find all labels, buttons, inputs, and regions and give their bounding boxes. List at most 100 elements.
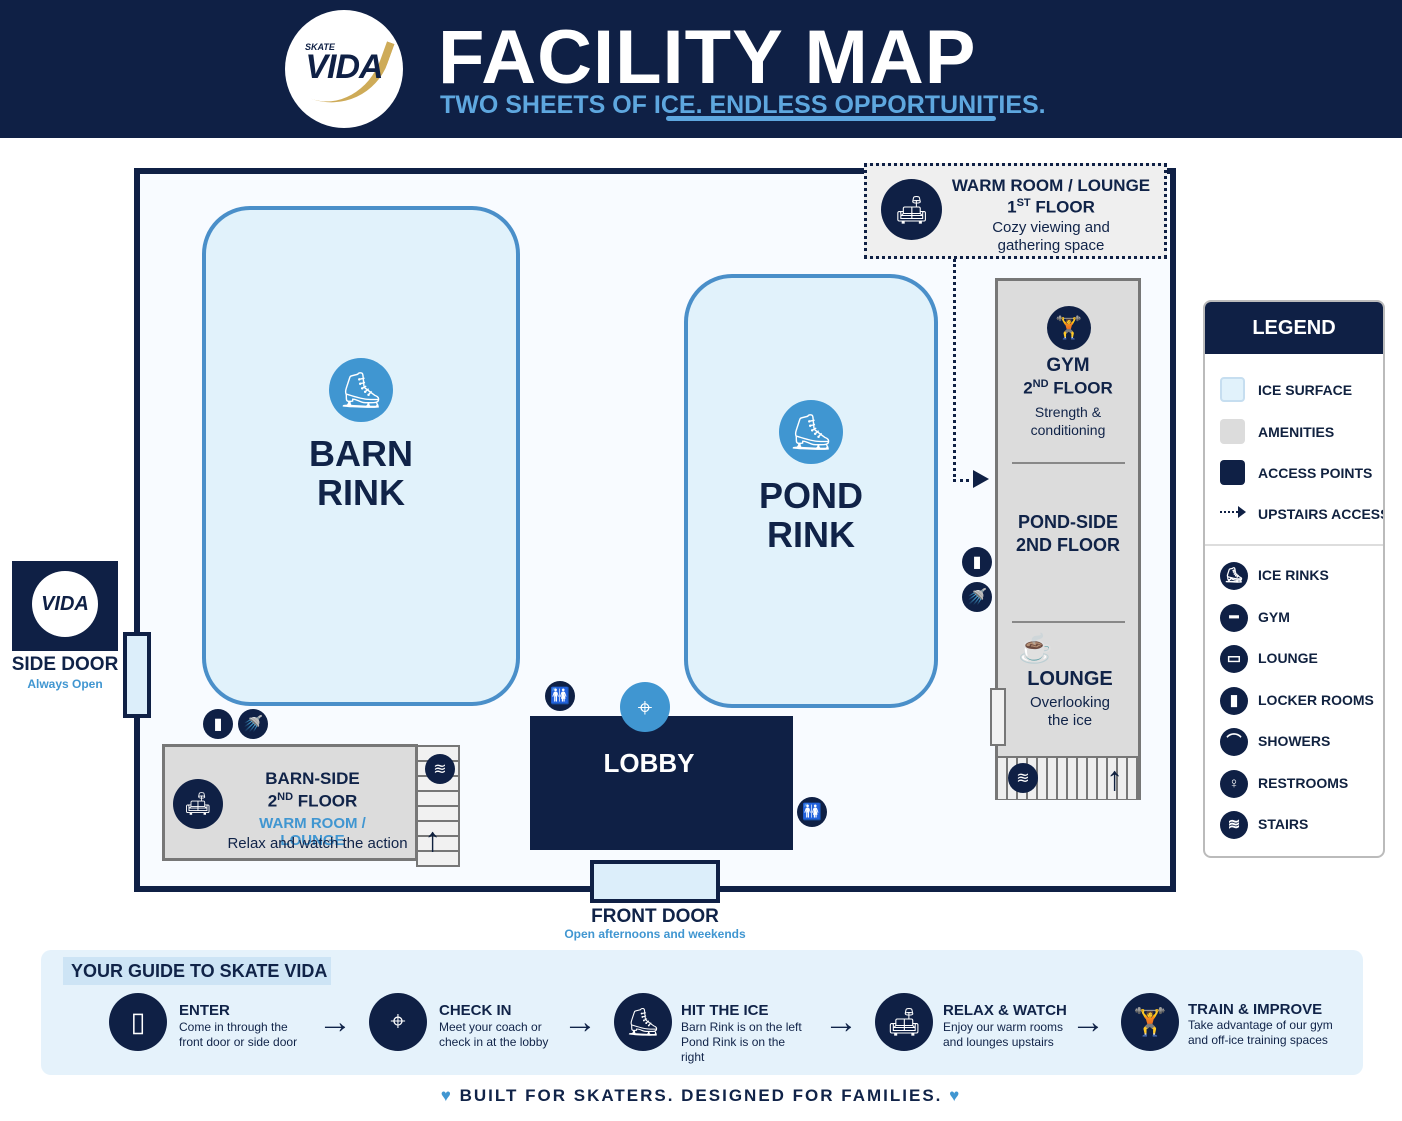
shower-icon: 🚿 <box>962 582 992 612</box>
lounge-title: LOUNGE <box>1027 668 1113 690</box>
dumbbell-icon: 🏋 <box>1047 306 1091 350</box>
upstairs-arrow-icon <box>973 470 989 488</box>
step-check-in-text-2: check in at the lobby <box>439 1035 549 1049</box>
barn-side-title: BARN-SIDE <box>265 769 360 788</box>
dumbbell-icon: ━ <box>1220 604 1248 632</box>
section-divider <box>1012 462 1125 464</box>
restroom-icon: 🚻 <box>797 797 827 827</box>
page-subtitle: TWO SHEETS OF ICE. ENDLESS OPPORTUNITIES… <box>440 91 1046 119</box>
sofa-icon: 🛋 <box>875 993 933 1051</box>
lobby[interactable] <box>530 716 793 850</box>
barn-rink-label: BARN RINK <box>309 433 413 513</box>
door-icon: ▯ <box>109 993 167 1051</box>
page-title: FACILITY MAP <box>438 15 977 100</box>
legend-title: LEGEND <box>1205 302 1383 354</box>
gym-text-2: conditioning <box>1030 422 1106 438</box>
warm-room-title: WARM ROOM / LOUNGE <box>951 176 1151 195</box>
ice-surface-swatch <box>1220 377 1245 402</box>
step-relax-title: RELAX & WATCH <box>943 1002 1067 1019</box>
pond-side-title: POND-SIDE <box>1017 512 1118 532</box>
sofa-icon: ▭ <box>1220 645 1248 673</box>
barn-side-floor: 2ND FLOOR <box>267 791 358 811</box>
logo-main-text: VIDA <box>305 48 383 86</box>
stairs-icon: ≋ <box>425 754 455 784</box>
step-check-in-title: CHECK IN <box>439 1002 512 1019</box>
step-train-text-2: and off-ice training spaces <box>1188 1033 1328 1047</box>
amenities-swatch <box>1220 419 1245 444</box>
heart-icon: ♥ <box>949 1086 962 1105</box>
dotted-arrow-icon <box>1220 511 1238 513</box>
step-relax-text-1: Enjoy our warm rooms <box>943 1020 1064 1034</box>
guide-title: YOUR GUIDE TO SKATE VIDA <box>63 957 331 985</box>
lounge-text-1: Overlooking <box>1029 694 1111 711</box>
step-train-text-1: Take advantage of our gym <box>1188 1018 1333 1032</box>
coffee-cup-icon: ☕ <box>1018 633 1053 664</box>
subtitle-swoosh <box>666 116 996 121</box>
warm-room-text-2: gathering space <box>997 237 1105 254</box>
access-points-swatch <box>1220 460 1245 485</box>
step-check-in-text-1: Meet your coach or <box>439 1020 542 1034</box>
map-legend: LEGEND ICE SURFACE AMENITIES ACCESS POIN… <box>1203 300 1385 858</box>
logo-small-text: SKATE <box>305 42 335 52</box>
shower-icon: ⌒ <box>1220 728 1248 756</box>
front-door[interactable] <box>590 860 720 903</box>
location-pin-icon: ⌖ <box>369 993 427 1051</box>
heart-icon: ♥ <box>440 1086 453 1105</box>
stairs-icon: ≋ <box>1008 763 1038 793</box>
step-relax-text-2: and lounges upstairs <box>943 1035 1054 1049</box>
legend-upstairs-access: UPSTAIRS ACCESS <box>1220 501 1383 525</box>
legend-ice-rinks: ⛸ICE RINKS <box>1220 562 1380 590</box>
upstairs-access-line <box>953 259 956 482</box>
guide-arrow-icon: → <box>563 1003 597 1041</box>
footer-tagline: ♥ BUILT FOR SKATERS. DESIGNED FOR FAMILI… <box>440 1086 962 1105</box>
front-door-hours: Open afternoons and weekends <box>564 927 746 941</box>
step-hit-ice-text-1: Barn Rink is on the left <box>681 1020 802 1034</box>
up-arrow-icon: ↑ <box>1106 760 1123 798</box>
sofa-icon: 🛋 <box>881 179 942 240</box>
side-door[interactable] <box>123 632 151 718</box>
guide-arrow-icon: → <box>1071 1003 1105 1041</box>
legend-locker-rooms: ▮LOCKER ROOMS <box>1220 687 1380 715</box>
step-hit-ice-text-2: Pond Rink is on the right <box>681 1035 786 1064</box>
pond-side-amenities[interactable] <box>995 278 1141 800</box>
shower-icon: 🚿 <box>238 709 268 739</box>
skate-vida-logo: SKATE VIDA <box>285 10 403 128</box>
ice-skate-icon: ⛸ <box>329 358 393 422</box>
legend-amenities: AMENITIES <box>1220 419 1380 444</box>
pond-rink-label: POND RINK <box>758 475 863 555</box>
step-enter-text-1: Come in through the <box>179 1020 288 1034</box>
ice-skate-icon: ⛸ <box>614 993 672 1051</box>
dumbbell-icon: 🏋 <box>1121 993 1179 1051</box>
sofa-icon: 🛋 <box>173 779 223 829</box>
warm-room-first-floor[interactable]: 🛋 WARM ROOM / LOUNGE 1ST FLOOR Cozy view… <box>864 163 1167 259</box>
legend-ice-surface: ICE SURFACE <box>1220 377 1380 402</box>
front-door-label: FRONT DOOR <box>591 906 719 927</box>
upstairs-access-line-horizontal <box>953 479 976 482</box>
side-door-hours: Always Open <box>27 677 103 691</box>
lounge-window <box>990 688 1006 746</box>
side-door-label: SIDE DOOR <box>11 654 119 675</box>
warm-room-text-1: Cozy viewing and <box>992 219 1110 236</box>
pond-rink[interactable]: ⛸ POND RINK <box>684 274 938 708</box>
legend-divider <box>1205 544 1383 546</box>
up-arrow-icon: ↑ <box>424 821 441 859</box>
pond-side-floor: 2ND FLOOR <box>1015 535 1120 555</box>
locker-icon: ▮ <box>203 709 233 739</box>
gym-floor: 2ND FLOOR <box>1023 378 1113 398</box>
locker-icon: ▮ <box>962 547 992 577</box>
location-pin-icon: ⌖ <box>620 682 670 732</box>
step-enter-text-2: front door or side door <box>179 1035 298 1049</box>
legend-showers: ⌒SHOWERS <box>1220 728 1380 756</box>
restroom-icon: ♀ <box>1220 770 1248 798</box>
ice-skate-icon: ⛸ <box>1220 562 1248 590</box>
barn-side-warm-room[interactable]: 🛋 BARN-SIDE 2ND FLOOR WARM ROOM / LOUNGE… <box>162 744 418 861</box>
gym-text-1: Strength & <box>1034 404 1102 420</box>
ice-skate-icon: ⛸ <box>779 400 843 464</box>
stairs-icon: ≋ <box>1220 811 1248 839</box>
barn-side-subtitle: WARM ROOM / LOUNGE <box>259 815 366 849</box>
gym-title: GYM <box>1046 355 1090 376</box>
barn-side-text: Relax and watch the action <box>227 835 408 852</box>
barn-rink[interactable]: ⛸ BARN RINK <box>202 206 520 706</box>
lounge-text-2: the ice <box>1047 712 1093 729</box>
restroom-icon: 🚻 <box>545 681 575 711</box>
